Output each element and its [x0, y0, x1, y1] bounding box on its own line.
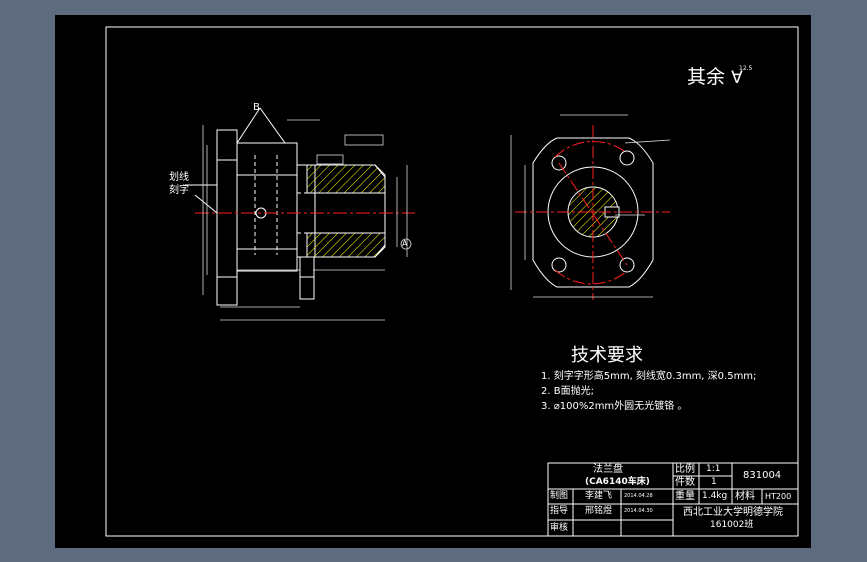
drawn-date: 2014.04.28 — [624, 493, 653, 499]
tech-requirements-title: 技术要求 — [571, 345, 643, 366]
drawn-label: 制图 — [550, 491, 569, 501]
guide-by: 邢铭煜 — [585, 506, 613, 516]
engineering-drawing — [105, 26, 799, 537]
callout-marking-line: 划线 — [169, 172, 189, 183]
roughness-note: 其余 ∀ 12.5 — [687, 66, 752, 88]
drawn-by: 李建飞 — [585, 491, 613, 501]
roughness-value: 12.5 — [739, 65, 753, 72]
inner-border — [105, 26, 799, 537]
tech-requirement-item: 2. B面抛光; — [541, 386, 594, 397]
material-label: 材料 — [735, 491, 755, 502]
title-block-grid — [547, 462, 799, 537]
callout-b: B — [253, 102, 260, 113]
tech-requirement-item: 3. ⌀100%2mm外圆无光镀铬 。 — [541, 401, 688, 412]
scale-label: 比例 — [675, 464, 695, 475]
roughness-label: 其余 — [687, 66, 726, 88]
guide-label: 指导 — [550, 506, 569, 516]
part-name: 法兰盘 — [593, 464, 623, 475]
school-name: 西北工业大学明德学院 — [683, 507, 783, 518]
qty-label: 件数 — [675, 477, 695, 488]
tech-requirement-item: 1. 刻字字形高5mm, 刻线宽0.3mm, 深0.5mm; — [541, 371, 757, 382]
class-name: 161002班 — [710, 520, 754, 530]
weight-value: 1.4kg — [702, 491, 728, 501]
scale-value: 1:1 — [706, 464, 721, 474]
weight-label: 重量 — [675, 491, 695, 502]
review-label: 审核 — [550, 523, 569, 533]
drawing-number: 831004 — [743, 470, 782, 481]
callout-section-a: A — [402, 239, 408, 248]
section-hatch — [306, 164, 386, 258]
drawing-sheet: 其余 ∀ 12.5 B 划线 刻字 A 技术要求 1. 刻字字形高5mm, 刻线… — [55, 15, 811, 548]
callout-engraving: 刻字 — [169, 185, 189, 196]
front-centerlines — [515, 125, 670, 300]
qty-value: 1 — [711, 477, 717, 487]
guide-date: 2014.04.30 — [624, 508, 653, 514]
front-dimensions — [510, 114, 671, 298]
section-view — [185, 107, 386, 306]
material-value: HT200 — [765, 492, 792, 501]
section-dimensions — [202, 119, 412, 321]
roughness-icon: ∀ — [731, 68, 743, 88]
machine-name: (CA6140车床) — [585, 477, 650, 487]
